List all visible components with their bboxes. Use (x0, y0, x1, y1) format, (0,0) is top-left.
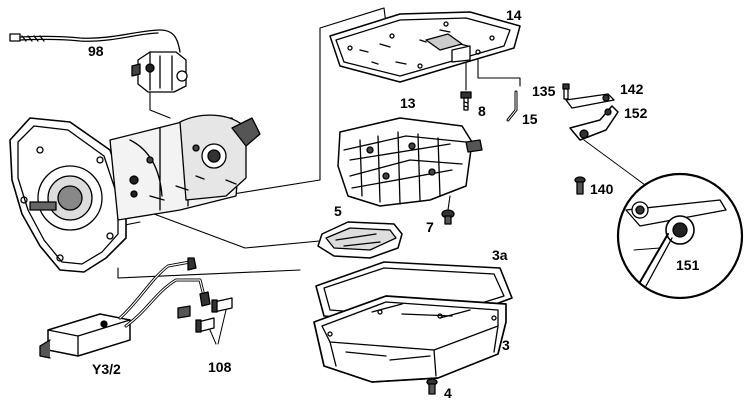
label-135: 135 (532, 83, 556, 99)
label-13: 13 (400, 95, 416, 111)
label-7: 7 (426, 219, 434, 235)
tube-15 (506, 90, 518, 122)
label-142: 142 (620, 81, 644, 97)
oil-filter-5 (317, 221, 403, 259)
label-15: 15 (522, 111, 538, 127)
label-8: 8 (478, 103, 486, 119)
label-140: 140 (590, 181, 614, 197)
transmission-case (9, 114, 261, 273)
lever-assembly (562, 83, 619, 195)
label-5: 5 (334, 203, 342, 219)
label-151: 151 (676, 257, 700, 273)
valve-body (337, 117, 483, 207)
label-152: 152 (624, 105, 648, 121)
screws-108 (177, 297, 233, 345)
screw-7 (441, 209, 455, 225)
detail-inset-151 (583, 139, 744, 300)
intermediate-plate-14 (329, 11, 521, 83)
screw-8 (460, 91, 472, 111)
shift-cable-98 (9, 29, 188, 93)
label-14: 14 (506, 7, 522, 23)
label-108: 108 (208, 359, 232, 375)
oil-pan-3 (313, 295, 507, 383)
label-y3-2: Y3/2 (92, 361, 121, 377)
valve-module-y3-2 (39, 257, 211, 359)
label-98: 98 (88, 43, 104, 59)
pan-gasket-3a (315, 261, 513, 327)
label-3: 3 (502, 337, 510, 353)
label-4: 4 (444, 385, 452, 401)
drain-screw-4 (426, 378, 438, 395)
label-3a: 3a (492, 247, 508, 263)
